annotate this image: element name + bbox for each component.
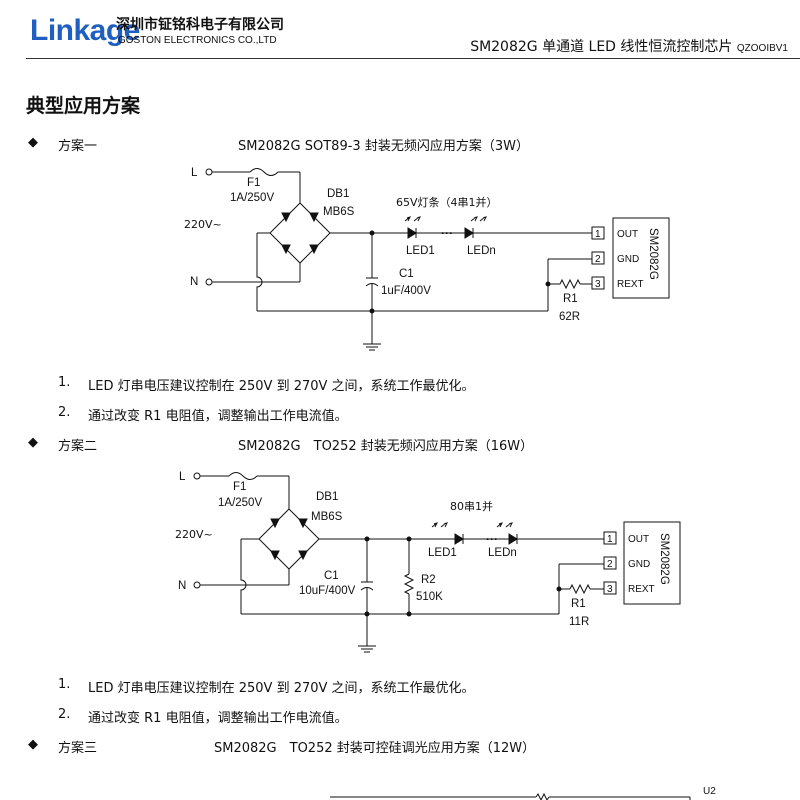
document-title-text: SM2082G 单通道 LED 线性恒流控制芯片 (470, 39, 733, 55)
led1-icon (454, 533, 464, 545)
company-name-cn: 深圳市钲铭科电子有限公司 (116, 17, 284, 33)
svg-text:···: ··· (441, 226, 453, 240)
resistor-r1 (569, 583, 591, 595)
plan-3-name: 方案三 (58, 741, 98, 756)
plan-1-note-2-number: 2. (58, 405, 71, 420)
company-name-en: GOSTON ELECTRONICS CO.,LTD (118, 35, 277, 46)
svg-text:···: ··· (486, 532, 498, 546)
plan-1-note-1-number: 1. (58, 375, 71, 390)
plan-3-schematic: U2 (330, 786, 716, 800)
terminal-n (205, 278, 213, 286)
bullet-icon: ◆ (28, 737, 38, 752)
pin-2-number: 2 (607, 559, 613, 570)
plan-1-note-1-text: LED 灯串电压建议控制在 250V 到 270V 之间，系统工作最优化。 (88, 379, 475, 394)
resistor-partial (535, 792, 550, 800)
ac-voltage-label: 220V~ (184, 218, 222, 231)
pin-3-number: 3 (607, 584, 613, 595)
plan-2-name: 方案二 (58, 439, 98, 454)
terminal-l (205, 168, 213, 176)
fuse-f1-symbol (228, 472, 258, 480)
fuse-rating: 1A/250V (218, 497, 262, 509)
terminal-n (193, 581, 201, 589)
pin-gnd-label: GND (628, 559, 650, 570)
pin-out-label: OUT (628, 534, 649, 545)
plan-2-schematic: L F1 1A/250V 220V~ DB1 MB6S N ··· 80串1并 … (175, 471, 681, 653)
bullet-icon: ◆ (28, 435, 38, 450)
plan-1-name: 方案一 (58, 139, 98, 154)
led1-icon (407, 227, 417, 239)
bridge-rectifier (258, 508, 320, 570)
pin-1-number: 1 (607, 534, 613, 545)
plan-1-note-2-text: 通过改变 R1 电阻值，调整输出工作电流值。 (88, 409, 348, 424)
plan-3-description: SM2082G TO252 封装可控硅调光应用方案（12W） (214, 741, 536, 756)
document-title: SM2082G 单通道 LED 线性恒流控制芯片 QZOOIBV1 (470, 36, 788, 56)
ledn-icon (508, 533, 518, 545)
plan-1-schematic: L F1 1A/250V 220V~ DB1 MB6S N ··· 65V灯条（… (184, 167, 670, 351)
pin-out-label: OUT (617, 229, 638, 240)
cap-value: 1uF/400V (381, 285, 431, 297)
fuse-f1-symbol (249, 168, 279, 176)
ic-sm2082g (623, 521, 681, 605)
pin-2-number: 2 (595, 254, 601, 265)
plan-2-note-1-text: LED 灯串电压建议控制在 250V 到 270V 之间，系统工作最优化。 (88, 681, 475, 696)
ledn-label: LEDn (488, 547, 517, 559)
ledn-icon (464, 227, 474, 239)
fuse-label: F1 (247, 177, 260, 189)
bullet-icon: ◆ (28, 135, 38, 150)
ic-part-label: SM2082G (647, 228, 659, 280)
rset-value: 62R (559, 311, 580, 323)
led-strip-label: 65V灯条（4串1并） (396, 195, 498, 209)
header-divider (26, 58, 800, 59)
rset-label: R1 (571, 598, 586, 610)
ac-voltage-label: 220V~ (175, 528, 213, 541)
terminal-n-label: N (178, 580, 186, 592)
bridge-label: DB1 (327, 188, 349, 200)
document-code: QZOOIBV1 (736, 43, 788, 54)
plan-2-note-2-number: 2. (58, 707, 71, 722)
terminal-l-label: L (191, 167, 198, 179)
terminal-l-label: L (179, 471, 186, 483)
fuse-rating: 1A/250V (230, 192, 274, 204)
r2-value: 510K (416, 591, 443, 603)
cap-value: 10uF/400V (299, 585, 356, 597)
pin-gnd-label: GND (617, 254, 639, 265)
bridge-label: DB1 (316, 491, 338, 503)
fuse-label: F1 (233, 481, 246, 493)
bridge-model: MB6S (311, 511, 343, 523)
ledn-label: LEDn (467, 245, 496, 257)
plan-2-note-2-text: 通过改变 R1 电阻值，调整输出工作电流值。 (88, 711, 348, 726)
resistor-r2 (403, 573, 415, 595)
ic-part-label: SM2082G (658, 533, 670, 585)
bridge-model: MB6S (323, 206, 355, 218)
led-strip-label: 80串1并 (450, 499, 493, 513)
pin-rext-label: REXT (628, 584, 655, 595)
terminal-l (193, 472, 201, 480)
resistor-r1 (559, 278, 581, 290)
rset-label: R1 (563, 293, 578, 305)
rset-value: 11R (569, 616, 589, 628)
cap-label: C1 (324, 570, 339, 582)
plan-2-note-1-number: 1. (58, 677, 71, 692)
company-logo: Linkage (30, 14, 140, 47)
section-title: 典型应用方案 (26, 95, 141, 117)
r2-label: R2 (421, 574, 436, 586)
led1-label: LED1 (406, 245, 435, 257)
plan-1-description: SM2082G SOT89-3 封装无频闪应用方案（3W） (238, 139, 529, 154)
cap-label: C1 (399, 268, 414, 280)
led1-label: LED1 (428, 547, 457, 559)
terminal-n-label: N (190, 276, 198, 288)
pin-1-number: 1 (595, 229, 601, 240)
plan-2-description: SM2082G TO252 封装无频闪应用方案（16W） (238, 439, 534, 454)
u2-label: U2 (703, 786, 716, 797)
pin-3-number: 3 (595, 279, 601, 290)
bridge-rectifier (269, 202, 331, 264)
ic-sm2082g (612, 217, 670, 299)
pin-rext-label: REXT (617, 279, 644, 290)
